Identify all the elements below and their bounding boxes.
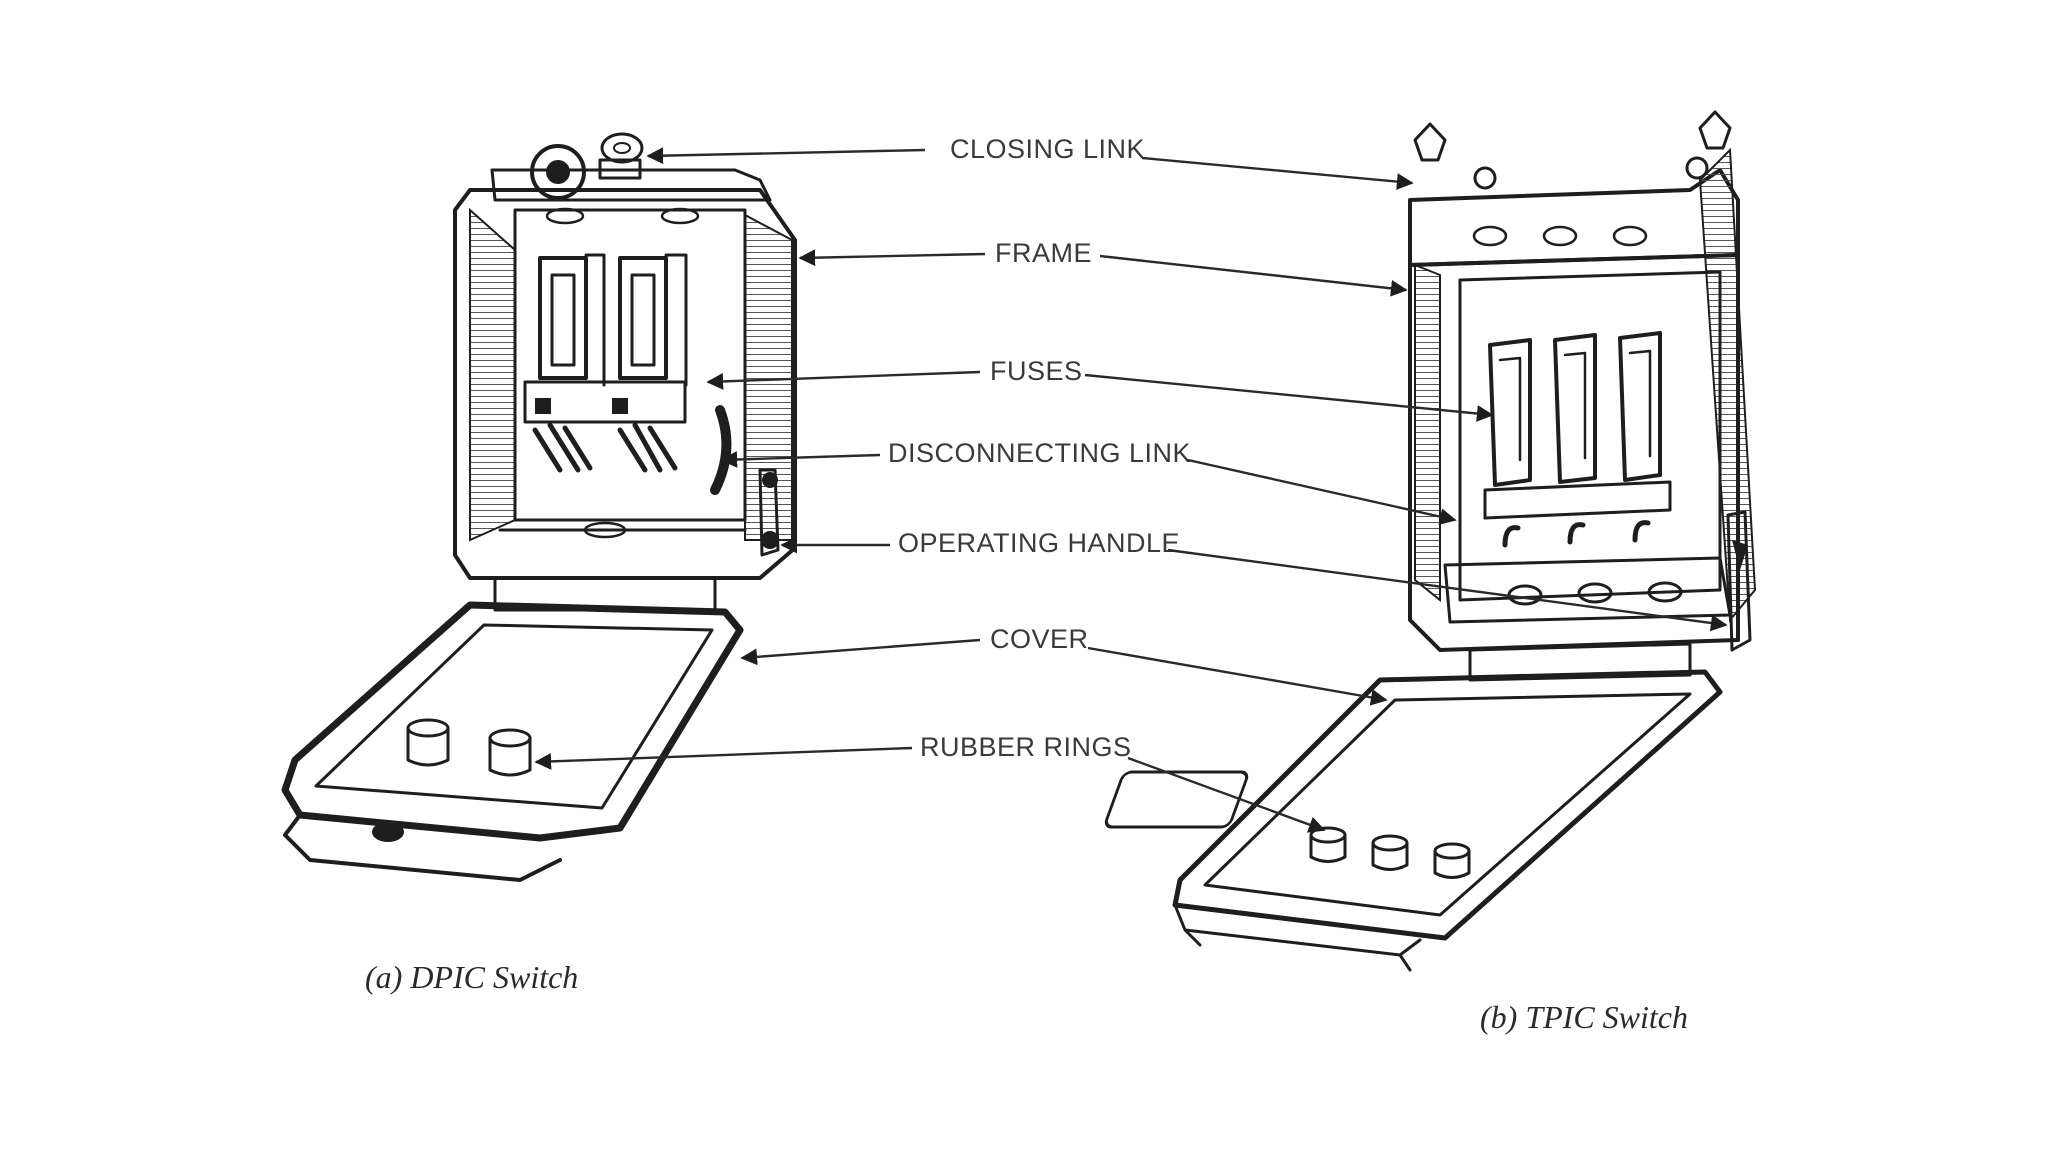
leader-rubber-rings-left — [534, 746, 913, 770]
dpic-frame — [453, 188, 797, 580]
tpic-cover — [1104, 669, 1723, 972]
dpic-closing-link — [530, 132, 644, 200]
dpic-cover — [281, 601, 744, 882]
leader-rubber-rings-right — [1127, 756, 1326, 833]
leader-closing-link-left — [646, 147, 926, 165]
leader-closing-link-right — [1141, 156, 1414, 190]
dpic-operating-handle — [758, 468, 780, 557]
leader-operating-handle-right — [1167, 548, 1728, 632]
leader-disconnecting-link-right — [1187, 458, 1457, 525]
tpic-operating-handle — [1726, 510, 1752, 652]
leader-disconnecting-link-left — [720, 451, 881, 468]
leader-cover-left — [740, 638, 981, 666]
leader-lines — [534, 147, 1728, 833]
label-rubber-rings: RUBBER RINGS — [920, 732, 1132, 762]
tpic-switch-drawing — [1104, 110, 1757, 972]
dpic-switch-drawing — [281, 132, 797, 882]
dpic-fuses — [523, 253, 688, 424]
tpic-closing-link — [1413, 110, 1732, 190]
leader-fuses-left — [706, 370, 981, 390]
caption-dpic: (a) DPIC Switch — [365, 959, 578, 995]
label-fuses: FUSES — [990, 356, 1083, 386]
label-operating-handle: OPERATING HANDLE — [898, 528, 1180, 558]
leader-cover-right — [1087, 646, 1388, 706]
dpic-disconnecting-link — [532, 405, 732, 495]
label-frame: FRAME — [995, 238, 1092, 268]
tpic-rubber-rings — [1309, 826, 1471, 879]
tpic-disconnecting-link — [1502, 520, 1651, 548]
tpic-frame — [1408, 168, 1740, 267]
caption-tpic: (b) TPIC Switch — [1480, 999, 1688, 1035]
label-disconnecting-link: DISCONNECTING LINK — [888, 438, 1191, 468]
label-cover: COVER — [990, 624, 1089, 654]
tpic-fuses — [1483, 331, 1672, 520]
leader-fuses-right — [1084, 373, 1494, 422]
dpic-rubber-rings — [406, 718, 532, 777]
leader-frame-right — [1099, 254, 1408, 297]
leader-frame-left — [798, 249, 986, 267]
label-closing-link: CLOSING LINK — [950, 134, 1145, 164]
